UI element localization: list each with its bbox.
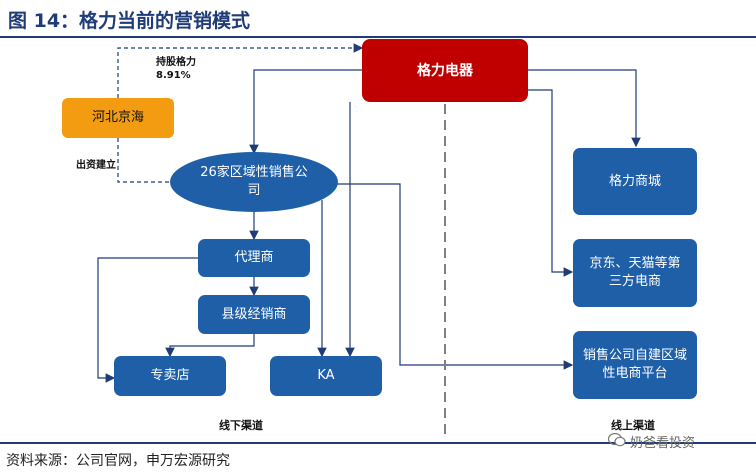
gree-to-thirdparty-line [527,89,574,277]
self-built-platform-node: 销售公司自建区域性电商平台 [573,331,697,399]
wechat-icon [607,432,626,451]
gree-to-mall-line [527,69,641,148]
online-channel-label: 线上渠道 [611,419,655,432]
source-note: 资料来源：公司官网，申万宏源研究 [6,453,230,469]
regional-to-selfbuilt-line [336,183,574,370]
ka-node: KA [270,356,382,396]
offline-channel-label: 线下渠道 [219,419,263,432]
agent-to-store-line [97,257,198,383]
bottom-rule [0,442,756,444]
agent-node: 代理商 [198,239,310,277]
watermark-text: 奶爸看投资 [630,436,696,451]
watermark: 奶爸看投资 [607,432,696,451]
gree-mall-node: 格力商城 [573,148,697,215]
title-rule [0,36,756,38]
regional-sales-company-node: 26家区域性销售公司 [170,152,338,212]
gree-node: 格力电器 [362,39,528,102]
invest-line [117,138,172,183]
shareholding-label: 持股格力 8.91% [156,57,196,81]
invest-label: 出资建立 [76,160,116,171]
third-party-ecommerce-node: 京东、天猫等第三方电商 [573,239,697,307]
hebei-jinghai-node: 河北京海 [62,98,174,138]
gree-to-regional-line [249,69,364,155]
shareholding-line [117,43,364,98]
county-to-store-line [165,334,255,358]
flagship-store-node: 专卖店 [114,356,226,396]
county-dealer-node: 县级经销商 [198,295,310,334]
figure-title: 图 14：格力当前的营销模式 [8,10,251,32]
